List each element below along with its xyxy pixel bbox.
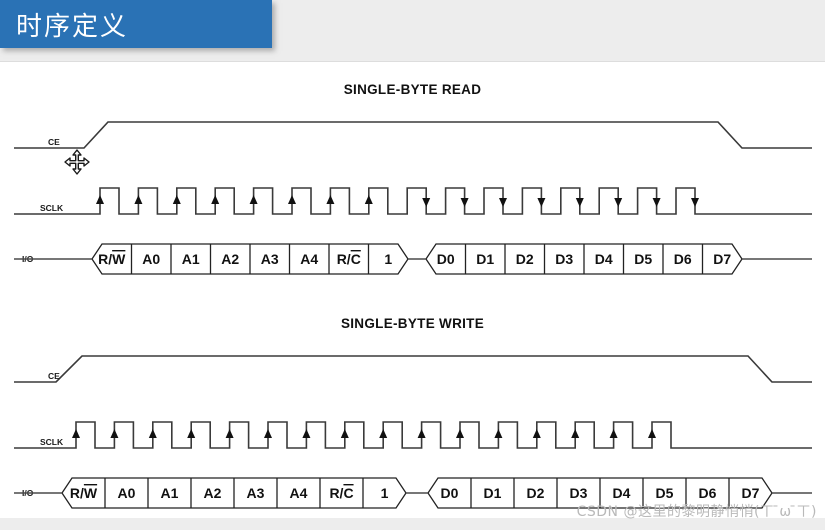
io-cell-label: A3 <box>247 485 265 501</box>
io-cell-label: A4 <box>300 251 318 267</box>
sclk-rising-edge-arrow <box>609 429 618 438</box>
sclk-falling-edge-arrow <box>422 198 431 207</box>
sclk-falling-edge-arrow <box>499 198 507 207</box>
io-cell-label: D2 <box>516 251 534 267</box>
io-cell-label: D3 <box>555 251 573 267</box>
sclk-falling-edge-arrow <box>652 198 661 207</box>
sclk-rising-edge-arrow <box>494 429 503 438</box>
sclk-falling-edge-arrow <box>537 198 546 207</box>
sclk-rising-edge-arrow <box>302 429 311 438</box>
sclk-falling-edge-arrow <box>691 198 699 207</box>
sclk-rising-edge-arrow <box>110 429 119 438</box>
sclk-rising-edge-arrow <box>96 195 104 204</box>
sclk-rising-edge-arrow <box>134 195 143 204</box>
io-cell-label: A1 <box>161 485 179 501</box>
io-cell-label: R/C <box>329 485 353 501</box>
io-cell-label: D6 <box>699 485 717 501</box>
bottom-background-strip <box>0 518 825 530</box>
csdn-watermark: CSDN @这里的黎明静悄悄(ㄒ ̄ω ̄ㄒ) <box>576 504 817 520</box>
io-cell-label: D0 <box>437 251 455 267</box>
sclk-falling-edge-arrow <box>614 198 623 207</box>
diagram-title-write: SINGLE-BYTE WRITE <box>340 316 485 331</box>
io-cell-label: D5 <box>634 251 652 267</box>
io-cell-label: D1 <box>484 485 502 501</box>
io-cell-label: A3 <box>261 251 279 267</box>
sclk-waveform-read <box>14 187 812 215</box>
sclk-falling-edge-arrow <box>575 198 584 207</box>
sclk-waveform-write <box>14 421 812 449</box>
io-cell-label: D5 <box>656 485 674 501</box>
io-cell-label: D1 <box>476 251 494 267</box>
sclk-rising-edge-arrow <box>172 195 181 204</box>
io-cell-label: D4 <box>595 251 613 267</box>
sclk-rising-edge-arrow <box>148 429 157 438</box>
diagram-content-area: SINGLE-BYTE READ SINGLE-BYTE WRITE CE SCL… <box>0 62 825 518</box>
sclk-rising-edge-arrow <box>264 429 272 438</box>
io-cell-label: A1 <box>182 251 200 267</box>
sclk-rising-edge-arrow <box>456 429 464 438</box>
sclk-signal-label-read: SCLK <box>40 203 64 213</box>
io-cell-label: A0 <box>142 251 160 267</box>
io-cell-label: 1 <box>381 485 389 501</box>
io-cell-label: A2 <box>221 251 239 267</box>
io-cell-label: A4 <box>290 485 308 501</box>
ce-signal-label-write: CE <box>48 371 60 381</box>
io-cell-label: 1 <box>384 251 392 267</box>
io-cell-label: D0 <box>441 485 459 501</box>
sclk-rising-edge-arrow <box>211 195 220 204</box>
sclk-rising-edge-arrow <box>187 429 196 438</box>
sclk-rising-edge-arrow <box>72 429 80 438</box>
sclk-rising-edge-arrow <box>648 429 656 438</box>
strip-divider <box>0 61 825 62</box>
sclk-rising-edge-arrow <box>340 429 349 438</box>
io-cell-label: A2 <box>204 485 222 501</box>
io-cell-label: D3 <box>570 485 588 501</box>
sclk-rising-edge-arrow <box>417 429 426 438</box>
sclk-rising-edge-arrow <box>326 195 335 204</box>
io-cell-label: R/W <box>70 485 98 501</box>
io-cell-label: D7 <box>742 485 760 501</box>
sclk-rising-edge-arrow <box>571 429 580 438</box>
sclk-rising-edge-arrow <box>364 195 373 204</box>
title-banner: 时序定义 <box>0 0 272 48</box>
io-cell-label: D2 <box>527 485 545 501</box>
ce-waveform-write <box>14 355 812 383</box>
move-cursor-icon <box>64 149 90 175</box>
io-cell-label: D4 <box>613 485 631 501</box>
sclk-rising-edge-arrow <box>225 429 234 438</box>
sclk-rising-edge-arrow <box>249 195 258 204</box>
sclk-rising-edge-arrow <box>288 195 296 204</box>
ce-waveform-read <box>14 121 812 149</box>
io-cell-label: D6 <box>674 251 692 267</box>
sclk-falling-edge-arrow <box>460 198 469 207</box>
io-cell-label: R/W <box>98 251 126 267</box>
page-title: 时序定义 <box>16 11 129 42</box>
sclk-rising-edge-arrow <box>532 429 541 438</box>
io-cell-label: D7 <box>713 251 731 267</box>
io-cell-label: R/C <box>337 251 361 267</box>
ce-signal-label-read: CE <box>48 137 60 147</box>
sclk-rising-edge-arrow <box>379 429 388 438</box>
diagram-title-read: SINGLE-BYTE READ <box>343 82 482 97</box>
sclk-signal-label-write: SCLK <box>40 437 64 447</box>
io-cell-label: A0 <box>118 485 136 501</box>
